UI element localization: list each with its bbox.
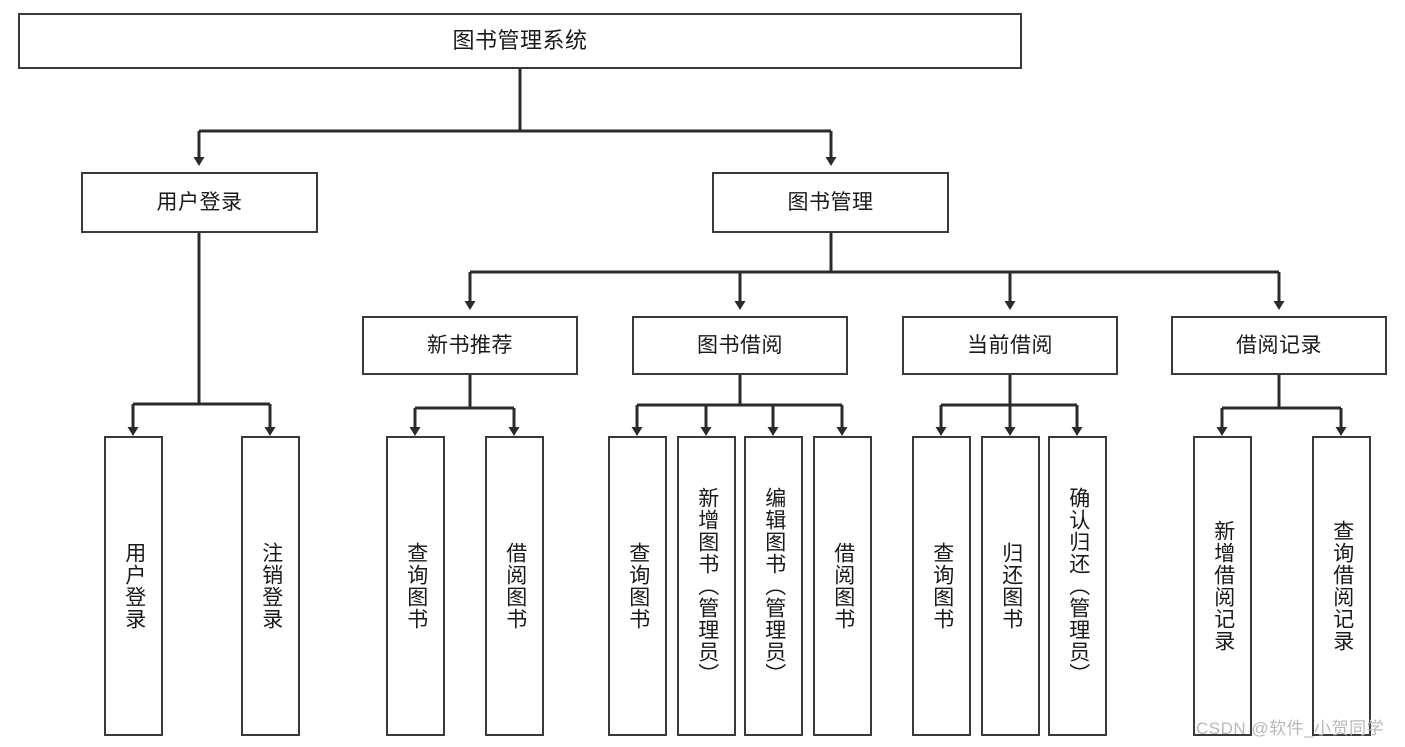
node-label: 新书推荐 [427,333,513,357]
node-borrow-record[interactable]: 借阅记录 [1171,316,1387,375]
node-label: 确认归还（管理员） [1066,487,1090,685]
node-book-manage[interactable]: 图书管理 [712,172,949,233]
node-leaf-borrow-book-b[interactable]: 借阅图书 [813,436,872,736]
node-label: 用户登录 [156,190,243,214]
node-label: 当前借阅 [967,333,1053,357]
node-label: 借阅图书 [831,542,855,630]
watermark-text: CSDN @软件_小贺同学 [1196,719,1385,738]
node-label: 借阅记录 [1236,333,1322,357]
node-leaf-user-login[interactable]: 用户登录 [104,436,163,736]
node-leaf-query-book-c[interactable]: 查询图书 [912,436,971,736]
node-new-book-recommend[interactable]: 新书推荐 [362,316,578,375]
node-leaf-add-record[interactable]: 新增借阅记录 [1193,436,1252,736]
node-leaf-borrow-book-a[interactable]: 借阅图书 [485,436,544,736]
node-current-borrow[interactable]: 当前借阅 [902,316,1118,375]
node-label: 查询图书 [930,542,954,630]
node-label: 注销登录 [259,542,283,630]
node-leaf-edit-book[interactable]: 编辑图书（管理员） [744,436,803,736]
node-leaf-query-book-a[interactable]: 查询图书 [386,436,445,736]
node-label: 图书管理 [787,190,874,214]
node-leaf-logout[interactable]: 注销登录 [241,436,300,736]
node-leaf-add-book[interactable]: 新增图书（管理员） [677,436,736,736]
node-label: 查询图书 [626,542,650,630]
node-label: 新增图书（管理员） [695,487,719,685]
node-label: 图书管理系统 [452,27,588,53]
node-leaf-confirm-return[interactable]: 确认归还（管理员） [1048,436,1107,736]
node-root-system[interactable]: 图书管理系统 [18,13,1022,69]
node-leaf-return-book[interactable]: 归还图书 [981,436,1040,736]
node-label: 借阅图书 [503,542,527,630]
node-leaf-query-book-b[interactable]: 查询图书 [608,436,667,736]
node-label: 图书借阅 [697,333,783,357]
node-label: 查询借阅记录 [1330,520,1354,652]
node-label: 查询图书 [404,542,428,630]
node-leaf-query-record[interactable]: 查询借阅记录 [1312,436,1371,736]
node-book-borrow[interactable]: 图书借阅 [632,316,848,375]
node-label: 新增借阅记录 [1211,520,1235,652]
node-label: 归还图书 [999,542,1023,630]
node-user-login[interactable]: 用户登录 [81,172,318,233]
node-label: 用户登录 [122,542,146,630]
node-label: 编辑图书（管理员） [762,487,786,685]
